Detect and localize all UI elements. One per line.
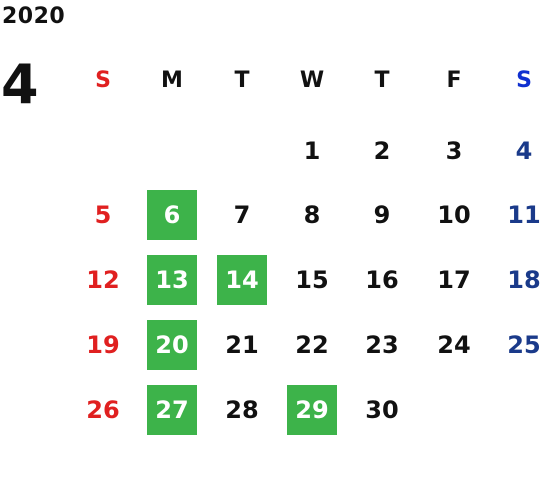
day-cell-3[interactable]: 3 [445,137,463,165]
day-cell-14[interactable]: 14 [217,255,267,305]
day-cell-5[interactable]: 5 [94,201,112,229]
day-cell-2[interactable]: 2 [373,137,391,165]
day-cell-19[interactable]: 19 [86,331,120,359]
day-cell-29[interactable]: 29 [287,385,337,435]
day-cell-16[interactable]: 16 [365,266,399,294]
day-cell-24[interactable]: 24 [437,331,471,359]
day-cell-7[interactable]: 7 [233,201,251,229]
year-label: 2020 [2,4,66,29]
day-cell-27[interactable]: 27 [147,385,197,435]
day-cell-20[interactable]: 20 [147,320,197,370]
month-number: 4 [1,53,39,116]
day-cell-11[interactable]: 11 [507,201,541,229]
day-cell-28[interactable]: 28 [225,396,259,424]
weekday-header-wednesday: W [299,68,325,93]
day-cell-21[interactable]: 21 [225,331,259,359]
weekday-header-sunday: S [95,68,111,93]
day-cell-17[interactable]: 17 [437,266,471,294]
day-cell-9[interactable]: 9 [373,201,391,229]
day-cell-12[interactable]: 12 [86,266,120,294]
day-cell-1[interactable]: 1 [303,137,321,165]
day-cell-6[interactable]: 6 [147,190,197,240]
day-cell-10[interactable]: 10 [437,201,471,229]
weekday-header-saturday: S [516,68,532,93]
day-cell-26[interactable]: 26 [86,396,120,424]
day-cell-30[interactable]: 30 [365,396,399,424]
day-cell-13[interactable]: 13 [147,255,197,305]
day-cell-4[interactable]: 4 [515,137,533,165]
day-cell-25[interactable]: 25 [507,331,541,359]
day-cell-18[interactable]: 18 [507,266,541,294]
day-cell-15[interactable]: 15 [295,266,329,294]
day-cell-22[interactable]: 22 [295,331,329,359]
weekday-header-friday: F [446,68,462,93]
weekday-header-tuesday: T [234,68,250,93]
weekday-header-monday: M [161,68,183,93]
weekday-header-thursday: T [374,68,390,93]
day-cell-23[interactable]: 23 [365,331,399,359]
day-cell-8[interactable]: 8 [303,201,321,229]
